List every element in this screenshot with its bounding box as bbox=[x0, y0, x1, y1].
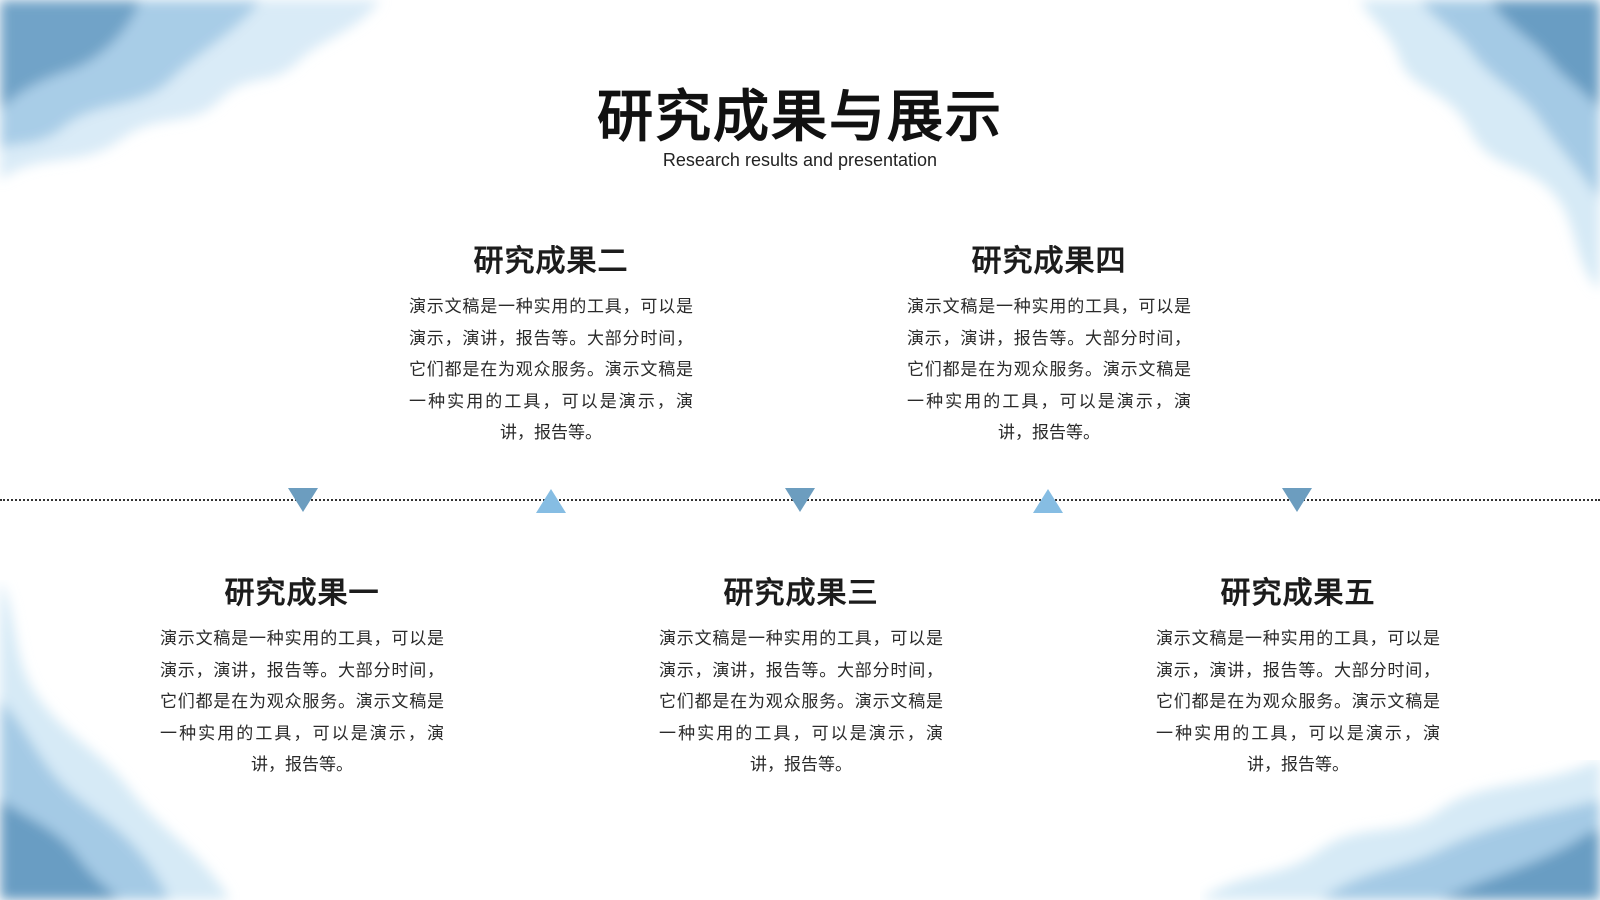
result-title: 研究成果一 bbox=[224, 576, 380, 611]
page-title: 研究成果与展示 bbox=[597, 85, 1003, 150]
timeline-marker-4 bbox=[1033, 489, 1063, 513]
result-title: 研究成果五 bbox=[1220, 576, 1376, 611]
result-description: 演示文稿是一种实用的工具，可以是演示，演讲，报告等。大部分时间，它们都是在为观众… bbox=[409, 297, 693, 443]
result-title: 研究成果四 bbox=[971, 244, 1127, 279]
result-description: 演示文稿是一种实用的工具，可以是演示，演讲，报告等。大部分时间，它们都是在为观众… bbox=[1156, 629, 1440, 775]
result-description: 演示文稿是一种实用的工具，可以是演示，演讲，报告等。大部分时间，它们都是在为观众… bbox=[659, 629, 943, 775]
timeline-marker-2 bbox=[536, 489, 566, 513]
result-block-1: 研究成果一 演示文稿是一种实用的工具，可以是演示，演讲，报告等。大部分时间，它们… bbox=[152, 568, 452, 782]
result-title: 研究成果三 bbox=[723, 576, 879, 611]
result-block-2: 研究成果二 演示文稿是一种实用的工具，可以是演示，演讲，报告等。大部分时间，它们… bbox=[401, 236, 701, 450]
timeline-marker-5 bbox=[1282, 488, 1312, 512]
result-description: 演示文稿是一种实用的工具，可以是演示，演讲，报告等。大部分时间，它们都是在为观众… bbox=[907, 297, 1191, 443]
result-description: 演示文稿是一种实用的工具，可以是演示，演讲，报告等。大部分时间，它们都是在为观众… bbox=[160, 629, 444, 775]
result-block-3: 研究成果三 演示文稿是一种实用的工具，可以是演示，演讲，报告等。大部分时间，它们… bbox=[651, 568, 951, 782]
result-title: 研究成果二 bbox=[473, 244, 629, 279]
result-block-5: 研究成果五 演示文稿是一种实用的工具，可以是演示，演讲，报告等。大部分时间，它们… bbox=[1148, 568, 1448, 782]
timeline-marker-1 bbox=[288, 488, 318, 512]
result-block-4: 研究成果四 演示文稿是一种实用的工具，可以是演示，演讲，报告等。大部分时间，它们… bbox=[899, 236, 1199, 450]
page-subtitle: Research results and presentation bbox=[662, 150, 938, 170]
timeline-marker-3 bbox=[785, 488, 815, 512]
